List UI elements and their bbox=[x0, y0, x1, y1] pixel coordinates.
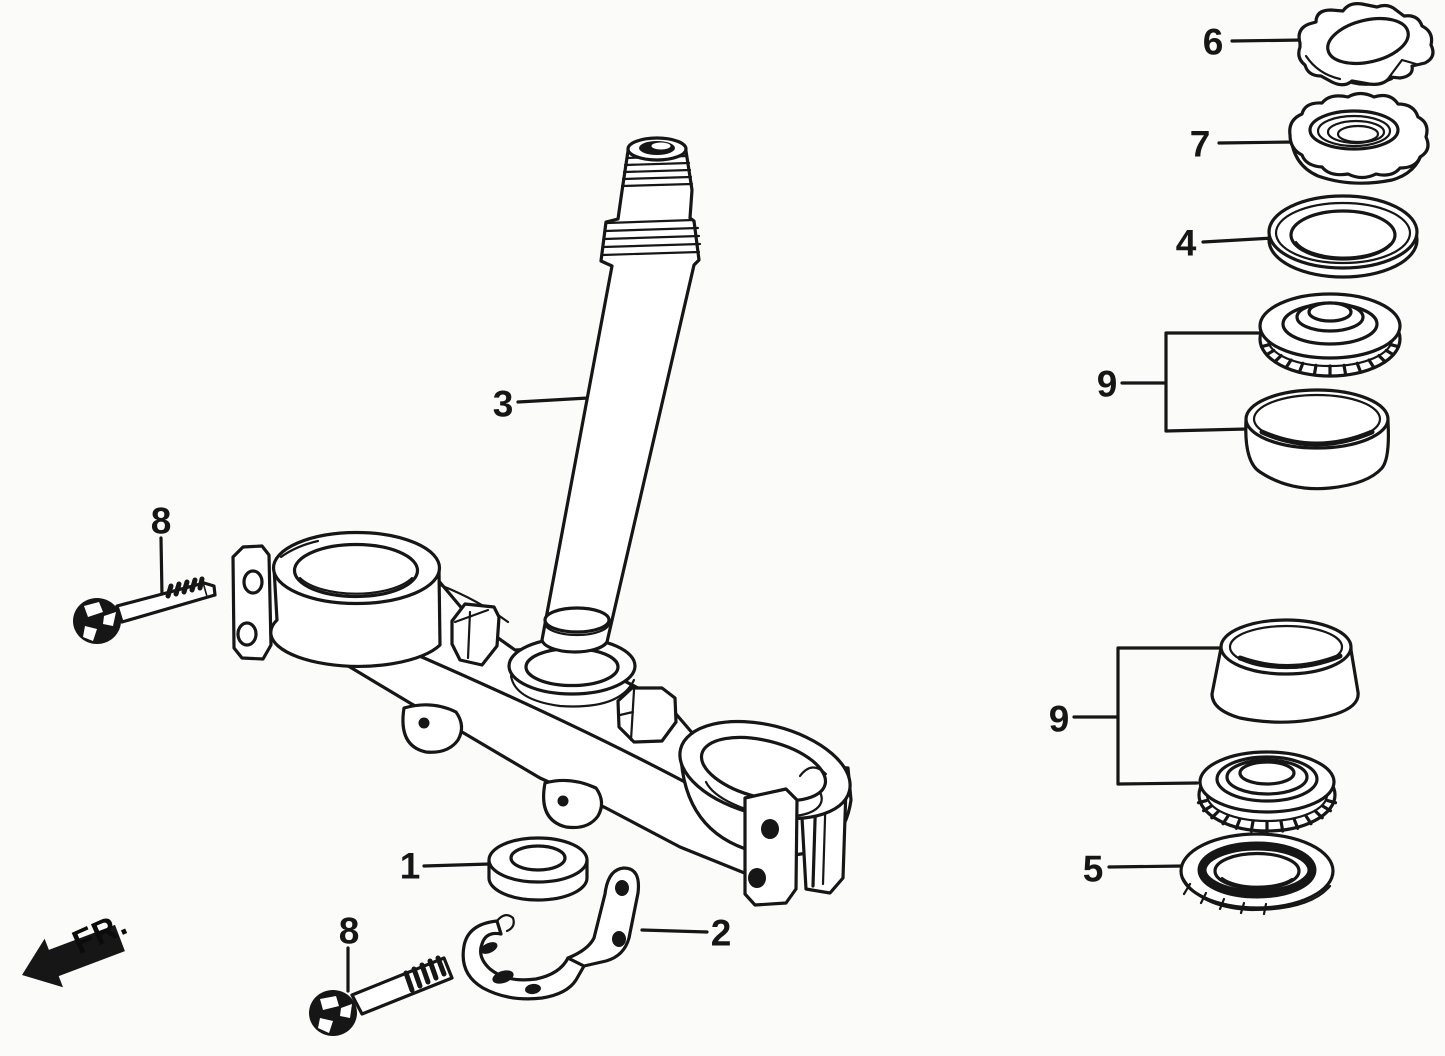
bottom-bridge bbox=[231, 530, 853, 907]
steering-stem bbox=[540, 136, 702, 654]
lower-bearing bbox=[1196, 750, 1338, 834]
stem-tube bbox=[540, 138, 701, 654]
upper-bearing-race bbox=[1244, 388, 1390, 491]
right-stop-lug bbox=[616, 686, 678, 744]
left-pinch-tab bbox=[231, 544, 273, 661]
lower-bearing-race bbox=[1210, 618, 1360, 724]
front-tab-right bbox=[542, 778, 604, 830]
front-tab-left bbox=[401, 703, 464, 754]
lock-washer bbox=[1297, 2, 1435, 87]
stem-collar-ring bbox=[543, 606, 611, 634]
fr-arrow-icon bbox=[22, 924, 125, 988]
upper-bearing bbox=[1258, 292, 1402, 378]
adjust-nut bbox=[1288, 91, 1430, 185]
seal-washer bbox=[1267, 194, 1419, 279]
collar bbox=[487, 836, 589, 902]
flange-bolt-lower bbox=[309, 955, 454, 1036]
bracket-strap bbox=[461, 919, 586, 1001]
bolt-shank bbox=[350, 956, 454, 1016]
leader-lines bbox=[159, 38, 1305, 993]
left-clamp-ring bbox=[269, 530, 442, 668]
right-pinch-front-plate bbox=[743, 787, 799, 907]
dust-seal bbox=[1179, 832, 1335, 916]
right-clamp-ring bbox=[678, 719, 853, 907]
stopper-bracket bbox=[461, 866, 641, 1001]
flange-bolt-upper bbox=[73, 576, 217, 644]
